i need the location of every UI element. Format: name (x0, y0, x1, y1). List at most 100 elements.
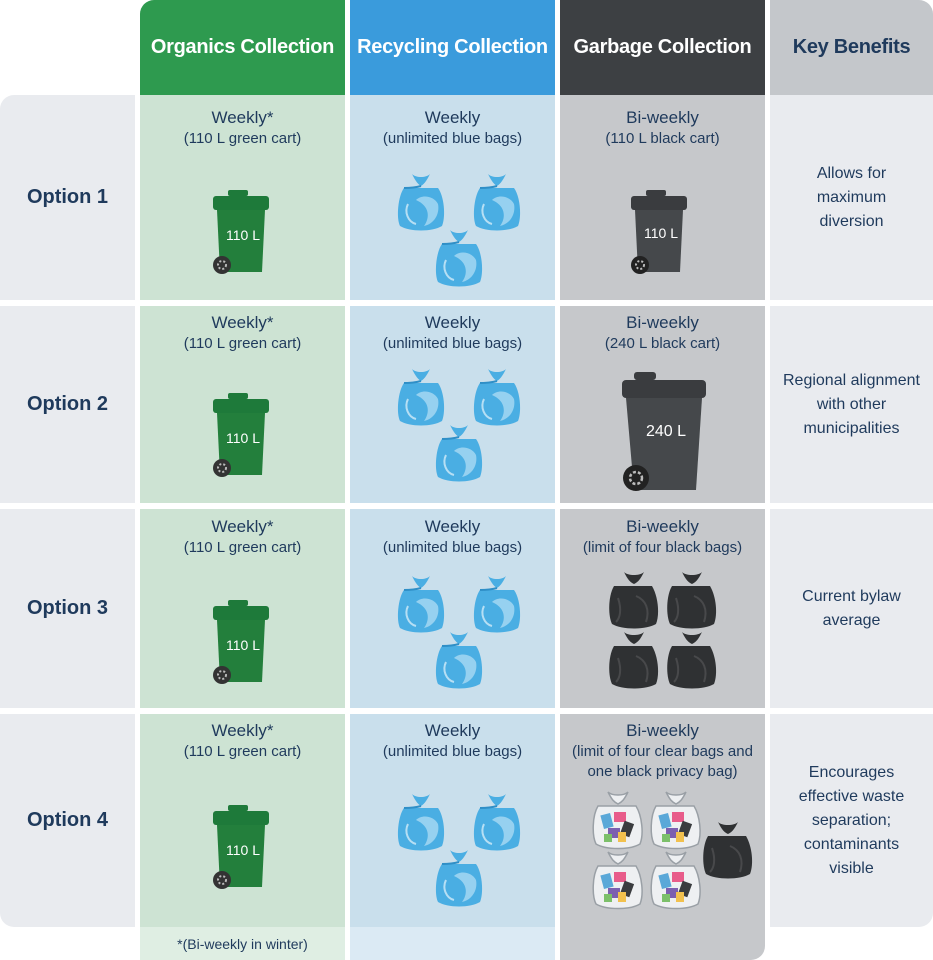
option-3-recycling-text: Weekly (unlimited blue bags) (350, 516, 555, 558)
recycling-header: Recycling Collection (350, 0, 555, 95)
option-2-label-text: Option 2 (26, 393, 109, 415)
black-cart-icon: 240 L (622, 372, 706, 491)
clear-bag-icon (650, 851, 701, 910)
option-2-benefit-text: Regional alignment with other municipali… (783, 371, 920, 437)
option-4-recycling-text: Weekly (unlimited blue bags) (350, 720, 555, 762)
blue-bag-icon (434, 631, 484, 690)
row-divider (0, 708, 933, 714)
freq-label: Weekly* (211, 517, 274, 536)
freq-detail: (limit of four black bags) (582, 539, 743, 556)
option-4-label-text: Option 4 (26, 809, 109, 831)
organics-header-label: Organics Collection (150, 36, 335, 58)
option-4-organics-text: Weekly* (110 L green cart) (140, 720, 345, 762)
option-2-recycling-text: Weekly (unlimited blue bags) (350, 312, 555, 354)
option-2-label: Option 2 (0, 306, 135, 503)
freq-detail: (110 L green cart) (183, 335, 302, 352)
option-4-garbage-text: Bi-weekly (limit of four clear bags and o… (570, 720, 755, 782)
option-2-organics-text: Weekly* (110 L green cart) (140, 312, 345, 354)
freq-label: Bi-weekly (626, 721, 699, 740)
recycling-header-label: Recycling Collection (357, 36, 548, 58)
option-1-recycling-text: Weekly (unlimited blue bags) (350, 107, 555, 149)
freq-label: Bi-weekly (626, 108, 699, 127)
blue-bag-icon (472, 173, 522, 232)
cart-label: 240 L (646, 423, 686, 440)
cart-label: 110 L (644, 225, 678, 241)
freq-label: Bi-weekly (626, 517, 699, 536)
option-4-label: Option 4 (0, 714, 135, 927)
green-cart-icon: 110 L (213, 600, 269, 684)
freq-label: Weekly (424, 721, 481, 740)
blue-bag-icon (396, 173, 446, 232)
option-2-benefit: Regional alignment with other municipali… (770, 306, 933, 503)
option-2-garbage-text: Bi-weekly (240 L black cart) (560, 312, 765, 354)
option-1-benefit: Allows for maximum diversion (770, 95, 933, 300)
recycling-footnote-bg (350, 927, 555, 960)
green-cart-icon: 110 L (213, 190, 269, 274)
organics-header: Organics Collection (140, 0, 345, 95)
blue-bag-icon (472, 575, 522, 634)
benefits-header-label: Key Benefits (792, 36, 911, 58)
cart-label: 110 L (226, 227, 260, 243)
blue-bag-icon (434, 229, 484, 288)
blue-bag-icon (396, 793, 446, 852)
option-3-label-text: Option 3 (26, 597, 109, 619)
freq-detail: (110 L black cart) (605, 130, 720, 147)
cart-label: 110 L (226, 430, 260, 446)
cart-label: 110 L (226, 637, 260, 653)
clear-bag-icon (592, 791, 643, 850)
blue-bag-icon (396, 575, 446, 634)
freq-label: Weekly (424, 313, 481, 332)
winter-footnote: *(Bi-weekly in winter) (140, 927, 345, 960)
blue-bag-icon (434, 849, 484, 908)
blue-bag-icon (472, 793, 522, 852)
benefits-header: Key Benefits (770, 0, 933, 95)
option-3-garbage-text: Bi-weekly (limit of four black bags) (560, 516, 765, 558)
freq-label: Weekly* (211, 721, 274, 740)
freq-label: Bi-weekly (626, 313, 699, 332)
row-divider (0, 503, 933, 509)
freq-detail: (unlimited blue bags) (382, 539, 523, 556)
black-bag-icon (702, 821, 754, 880)
black-cart-icon: 110 L (631, 190, 687, 274)
option-1-label-text: Option 1 (26, 186, 109, 208)
blue-bag-icon (434, 424, 484, 483)
freq-detail: (unlimited blue bags) (382, 130, 523, 147)
freq-detail: (unlimited blue bags) (382, 743, 523, 760)
black-bag-icon (666, 571, 718, 630)
freq-detail: (110 L green cart) (183, 539, 302, 556)
black-bag-icon (608, 571, 660, 630)
row-divider (0, 300, 933, 306)
option-3-benefit: Current bylaw average (770, 509, 933, 708)
clear-bag-icon (592, 851, 643, 910)
option-1-label: Option 1 (0, 95, 135, 300)
option-3-benefit-text: Current bylaw average (802, 587, 901, 629)
cart-label: 110 L (226, 842, 260, 858)
option-4-benefit: Encourages effective waste separation; c… (770, 714, 933, 927)
option-4-benefit-text: Encourages effective waste separation; c… (798, 763, 905, 877)
black-bag-icon (608, 631, 660, 690)
option-1-benefit-text: Allows for maximum diversion (816, 164, 887, 230)
black-bag-icon (666, 631, 718, 690)
blue-bag-icon (472, 368, 522, 427)
freq-detail: (unlimited blue bags) (382, 335, 523, 352)
freq-detail: (240 L black cart) (604, 335, 721, 352)
freq-label: Weekly* (211, 313, 274, 332)
footnote-text: *(Bi-weekly in winter) (177, 935, 308, 952)
freq-detail: (110 L green cart) (183, 130, 302, 147)
freq-label: Weekly (424, 108, 481, 127)
option-3-label: Option 3 (0, 509, 135, 708)
freq-label: Weekly (424, 517, 481, 536)
organics-footnote-bg (140, 927, 345, 960)
option-1-organics-text: Weekly* (110 L green cart) (140, 107, 345, 149)
blue-bag-icon (396, 368, 446, 427)
option-3-organics-text: Weekly* (110 L green cart) (140, 516, 345, 558)
green-cart-icon: 110 L (213, 805, 269, 889)
freq-label: Weekly* (211, 108, 274, 127)
freq-detail: (110 L green cart) (183, 743, 302, 760)
garbage-header-label: Garbage Collection (573, 36, 752, 58)
freq-detail: (limit of four clear bags and one black … (572, 743, 753, 780)
clear-bag-icon (650, 791, 701, 850)
recycling-column-bg (350, 95, 555, 927)
green-cart-icon: 110 L (213, 393, 269, 477)
option-1-garbage-text: Bi-weekly (110 L black cart) (560, 107, 765, 149)
